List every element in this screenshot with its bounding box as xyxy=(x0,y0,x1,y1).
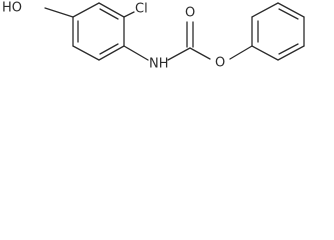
ring-bond xyxy=(72,2,100,18)
ring-bond xyxy=(277,45,305,61)
ring-to-nitrogen-bond xyxy=(123,45,149,61)
ring-double-bond xyxy=(99,8,119,20)
ring-double-bond xyxy=(99,43,119,55)
carbonyl-oxygen-label: O xyxy=(185,6,195,21)
ester-oxygen-to-phenyl-bond xyxy=(229,45,253,60)
hydroxyl-bond xyxy=(44,7,74,18)
nitrogen-to-carbonyl-bond xyxy=(167,47,191,61)
chlorine-bond xyxy=(123,11,135,18)
phenyl-ring xyxy=(251,2,305,61)
hydroxyl-label: HO xyxy=(2,1,22,16)
chlorine-label: Cl xyxy=(135,2,148,17)
ring-bond xyxy=(72,45,100,61)
ring-bond xyxy=(98,45,125,61)
carbonyl-to-ester-oxygen-bond xyxy=(189,47,211,60)
chlorohydroxyphenyl-ring xyxy=(72,2,125,61)
ring-double-bond xyxy=(278,43,299,55)
ester-oxygen-label: O xyxy=(215,56,225,71)
ring-bond xyxy=(251,2,279,18)
ring-bond xyxy=(251,45,279,61)
ring-bond xyxy=(98,2,125,18)
amine-label: NH xyxy=(149,57,169,72)
ring-bond xyxy=(277,2,305,18)
chemical-structure: HO Cl NH O O xyxy=(2,1,305,72)
ring-double-bond xyxy=(278,8,299,20)
